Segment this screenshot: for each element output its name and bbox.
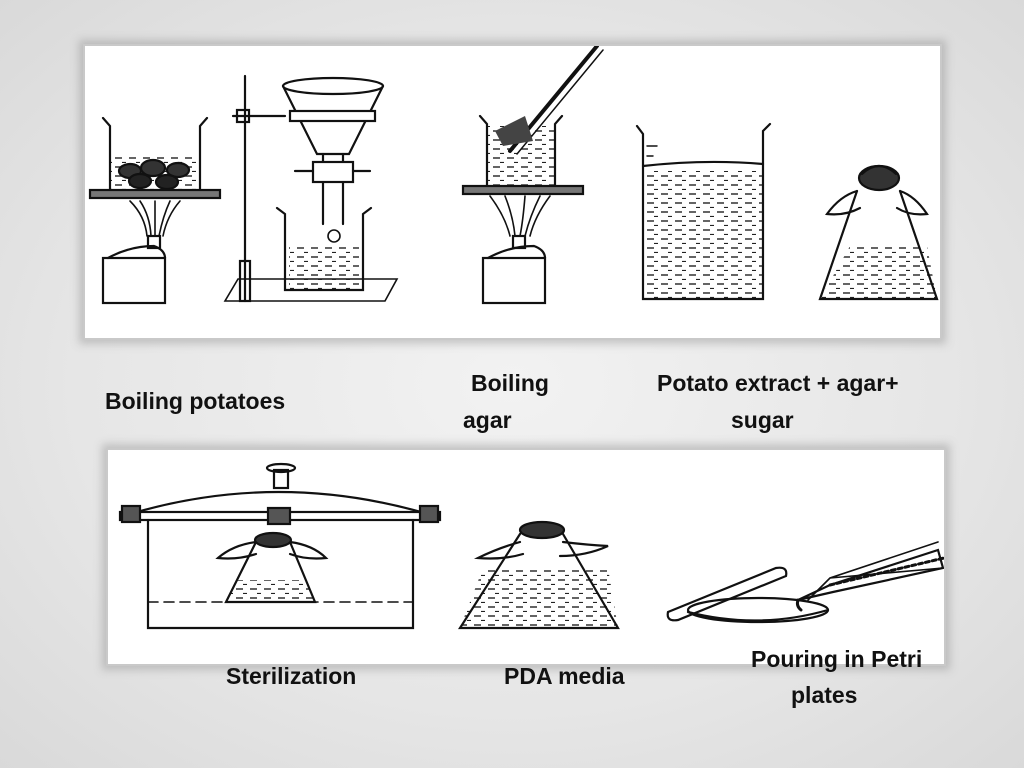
autoclave-icon [118,462,442,630]
filter-funnel-stand-icon [223,74,399,303]
pda-flask-icon [457,520,620,630]
label-extract-line1: Potato extract + agar+ [657,370,899,396]
label-sterilization: Sterilization [226,663,357,689]
label-extract-line2: sugar [731,407,794,433]
bunsen-burner-icon [101,200,181,305]
petri-dish-pouring-icon [666,541,944,624]
top-illustration-panel [83,44,942,340]
beaker-with-potatoes-icon [88,116,222,200]
top-illustration [88,46,939,305]
bottom-illustration-panel [106,448,946,666]
bottom-illustration [118,462,944,630]
large-beaker-icon [635,122,772,301]
label-pouring-line1: Pouring in Petri [751,646,923,672]
label-boiling-agar-line2: agar [463,407,512,433]
beaker-with-stirring-rod-icon [461,46,604,305]
label-boiling-agar-line1: Boiling [471,370,549,396]
label-pouring-line2: plates [791,682,858,708]
conical-flask-with-plug-icon [818,164,939,301]
label-pda-media: PDA media [504,663,625,689]
label-boiling-potatoes: Boiling potatoes [105,388,286,414]
